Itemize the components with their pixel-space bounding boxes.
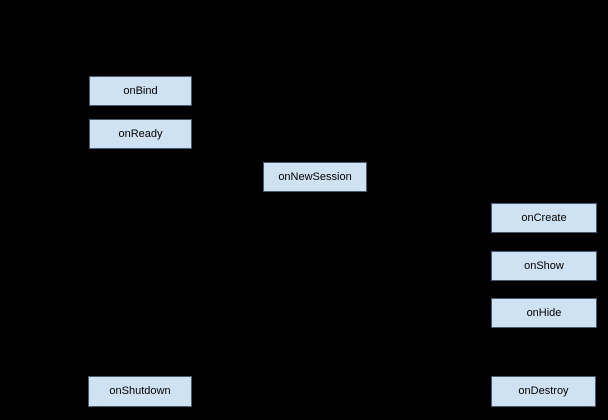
node-onnewsession: onNewSession <box>263 162 367 192</box>
node-oncreate-label: onCreate <box>521 211 567 224</box>
node-ondestroy-label: onDestroy <box>518 385 569 397</box>
node-onshow-label: onShow <box>524 259 564 272</box>
node-onbind: onBind <box>89 76 192 106</box>
node-onready: onReady <box>89 119 192 149</box>
node-onhide-label: onHide <box>526 306 562 319</box>
node-onbind-label: onBind <box>123 84 158 97</box>
node-onshutdown-label: onShutdown <box>109 385 171 397</box>
node-ondestroy: onDestroy <box>491 376 596 407</box>
node-onready-label: onReady <box>118 127 163 140</box>
node-onshutdown: onShutdown <box>88 376 192 407</box>
node-onshow: onShow <box>491 251 597 281</box>
node-onhide: onHide <box>491 298 597 328</box>
node-oncreate: onCreate <box>491 203 597 233</box>
node-onnewsession-label: onNewSession <box>278 170 352 183</box>
